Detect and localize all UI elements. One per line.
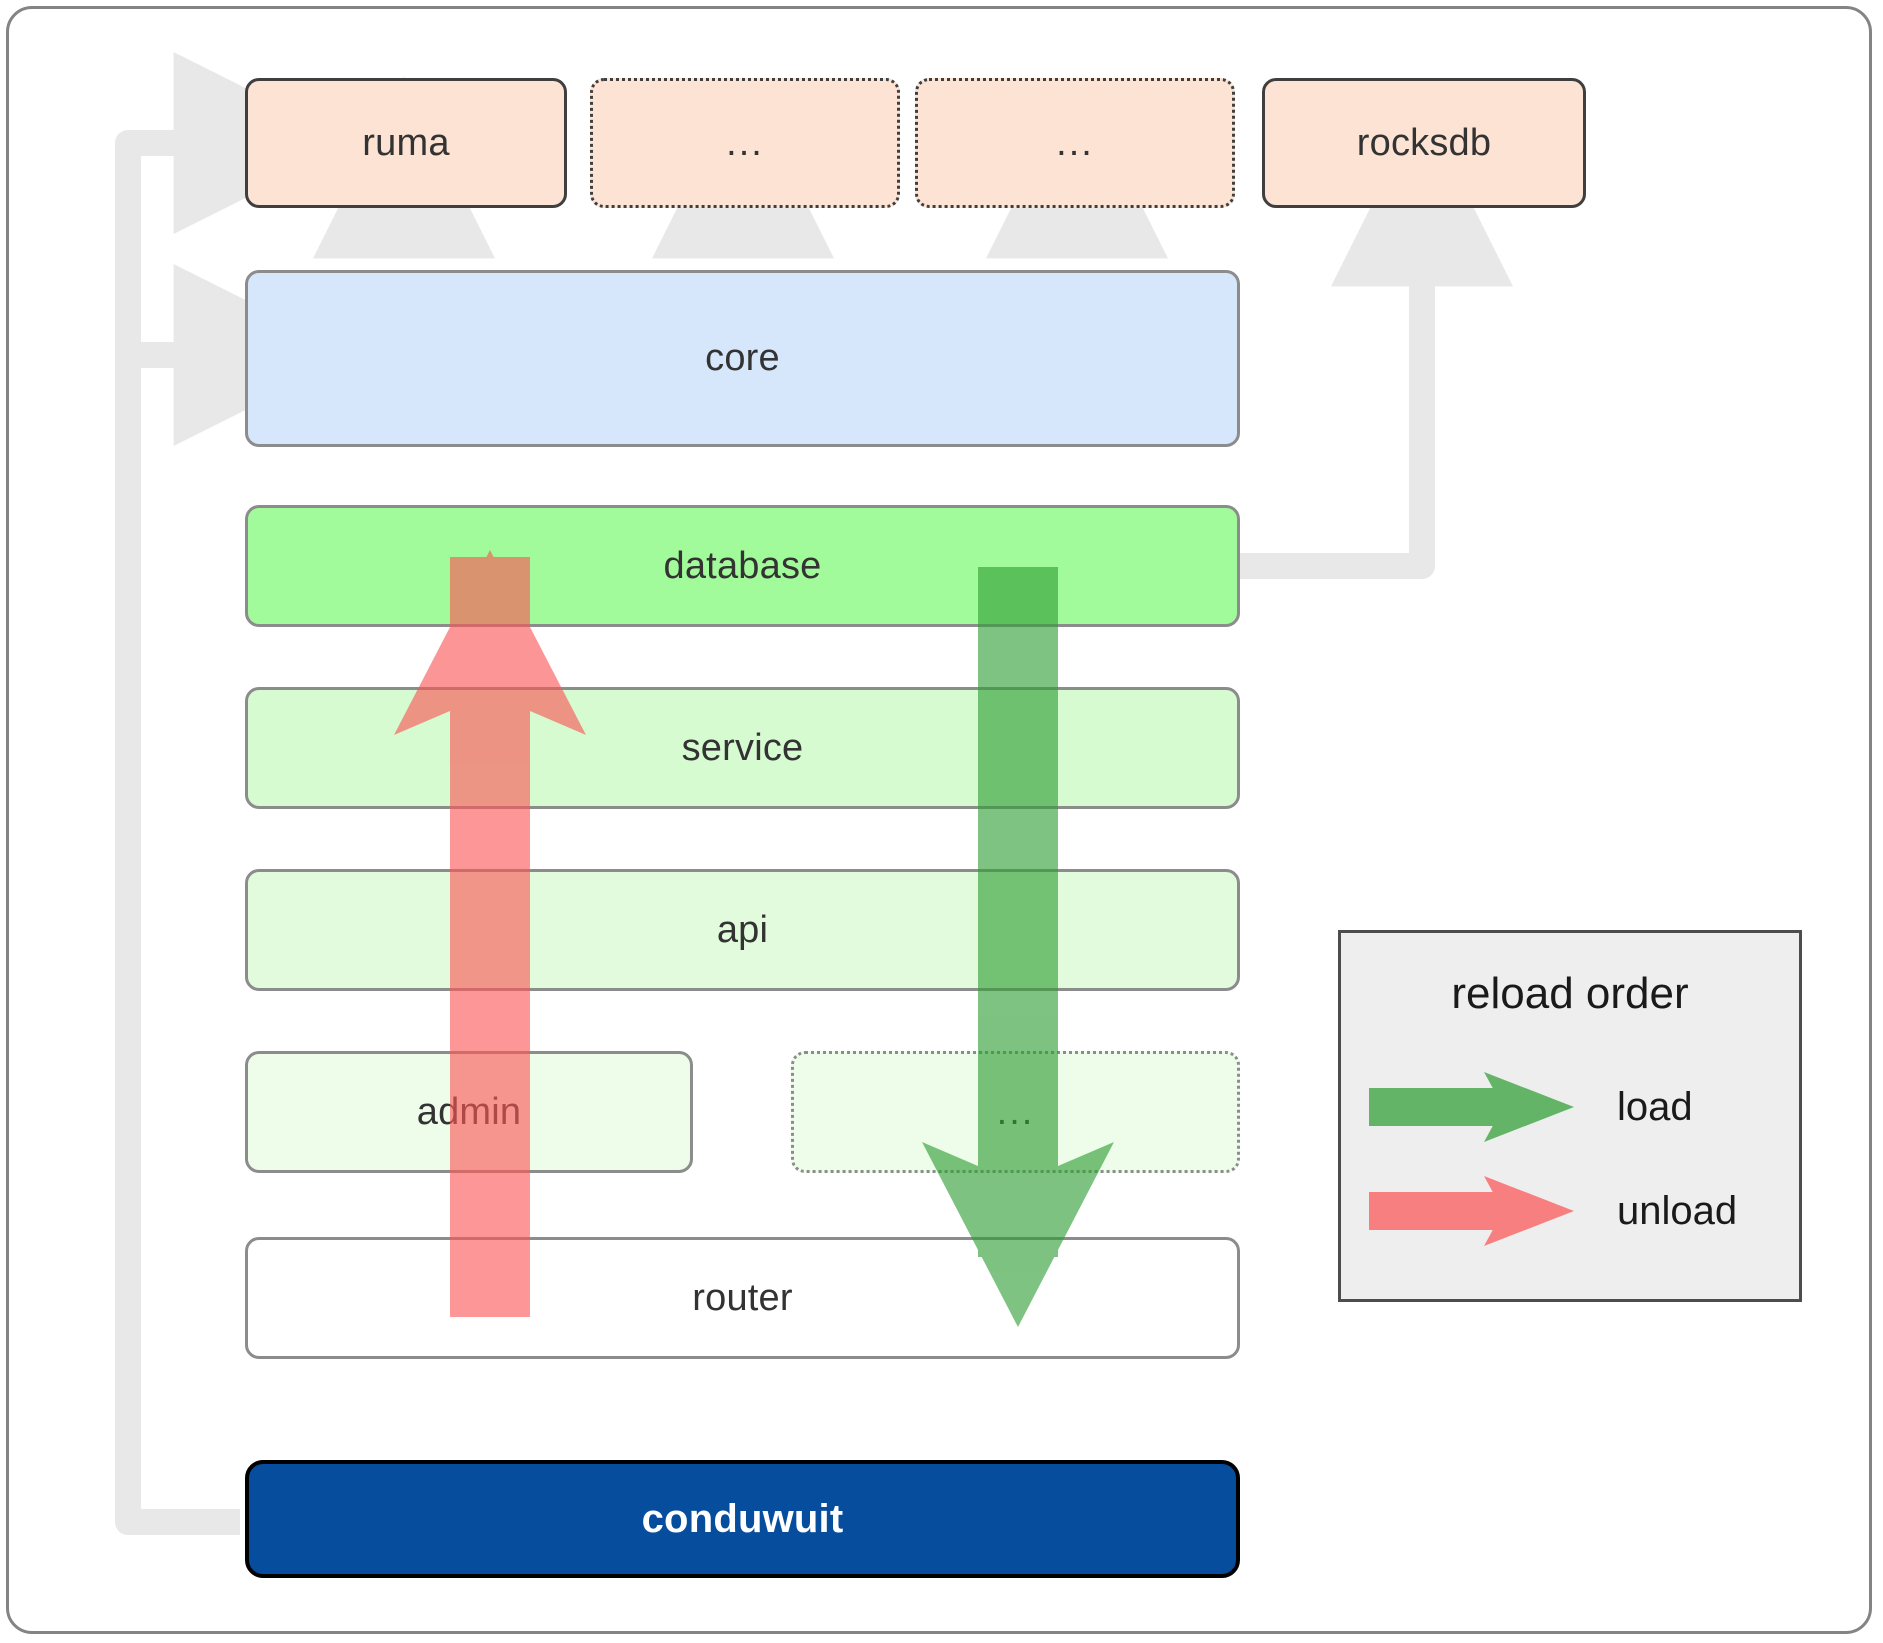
node-rocksdb-label: rocksdb bbox=[1356, 121, 1492, 164]
node-database[interactable]: database bbox=[245, 505, 1240, 627]
legend-label-unload: unload bbox=[1617, 1188, 1738, 1233]
legend-row-load: load bbox=[1341, 1065, 1799, 1149]
node-external-ellipsis-2[interactable]: ... bbox=[915, 78, 1235, 208]
node-api-label: api bbox=[716, 908, 769, 951]
node-external-ellipsis-1-label: ... bbox=[726, 121, 764, 164]
connector-database-to-rocksdb bbox=[1240, 104, 1513, 579]
node-leaf-ellipsis-label: ... bbox=[996, 1090, 1035, 1133]
node-service[interactable]: service bbox=[245, 687, 1240, 809]
node-router-label: router bbox=[692, 1276, 793, 1319]
node-leaf-ellipsis[interactable]: ... bbox=[791, 1051, 1240, 1173]
load-arrow-icon bbox=[1369, 1072, 1574, 1142]
node-external-ellipsis-2-label: ... bbox=[1056, 121, 1094, 164]
connector-to-ruma bbox=[115, 52, 356, 355]
connector-conduwuit-trunk bbox=[115, 355, 240, 1535]
legend-row-unload: unload bbox=[1341, 1169, 1799, 1253]
node-service-label: service bbox=[681, 726, 804, 769]
node-core[interactable]: core bbox=[245, 270, 1240, 447]
node-admin[interactable]: admin bbox=[245, 1051, 693, 1173]
node-database-label: database bbox=[663, 544, 822, 587]
node-ruma-label: ruma bbox=[362, 121, 450, 164]
node-conduwuit-label: conduwuit bbox=[641, 1496, 844, 1541]
node-router[interactable]: router bbox=[245, 1237, 1240, 1359]
legend-label-load: load bbox=[1617, 1084, 1693, 1129]
node-ruma[interactable]: ruma bbox=[245, 78, 567, 208]
legend-panel: reload order load unload bbox=[1338, 930, 1802, 1302]
legend-title: reload order bbox=[1451, 969, 1689, 1018]
node-core-label: core bbox=[705, 337, 780, 379]
node-api[interactable]: api bbox=[245, 869, 1240, 991]
node-conduwuit[interactable]: conduwuit bbox=[245, 1460, 1240, 1578]
unload-arrow-icon bbox=[1369, 1176, 1574, 1246]
node-rocksdb[interactable]: rocksdb bbox=[1262, 78, 1586, 208]
node-external-ellipsis-1[interactable]: ... bbox=[590, 78, 900, 208]
node-admin-label: admin bbox=[416, 1090, 522, 1133]
